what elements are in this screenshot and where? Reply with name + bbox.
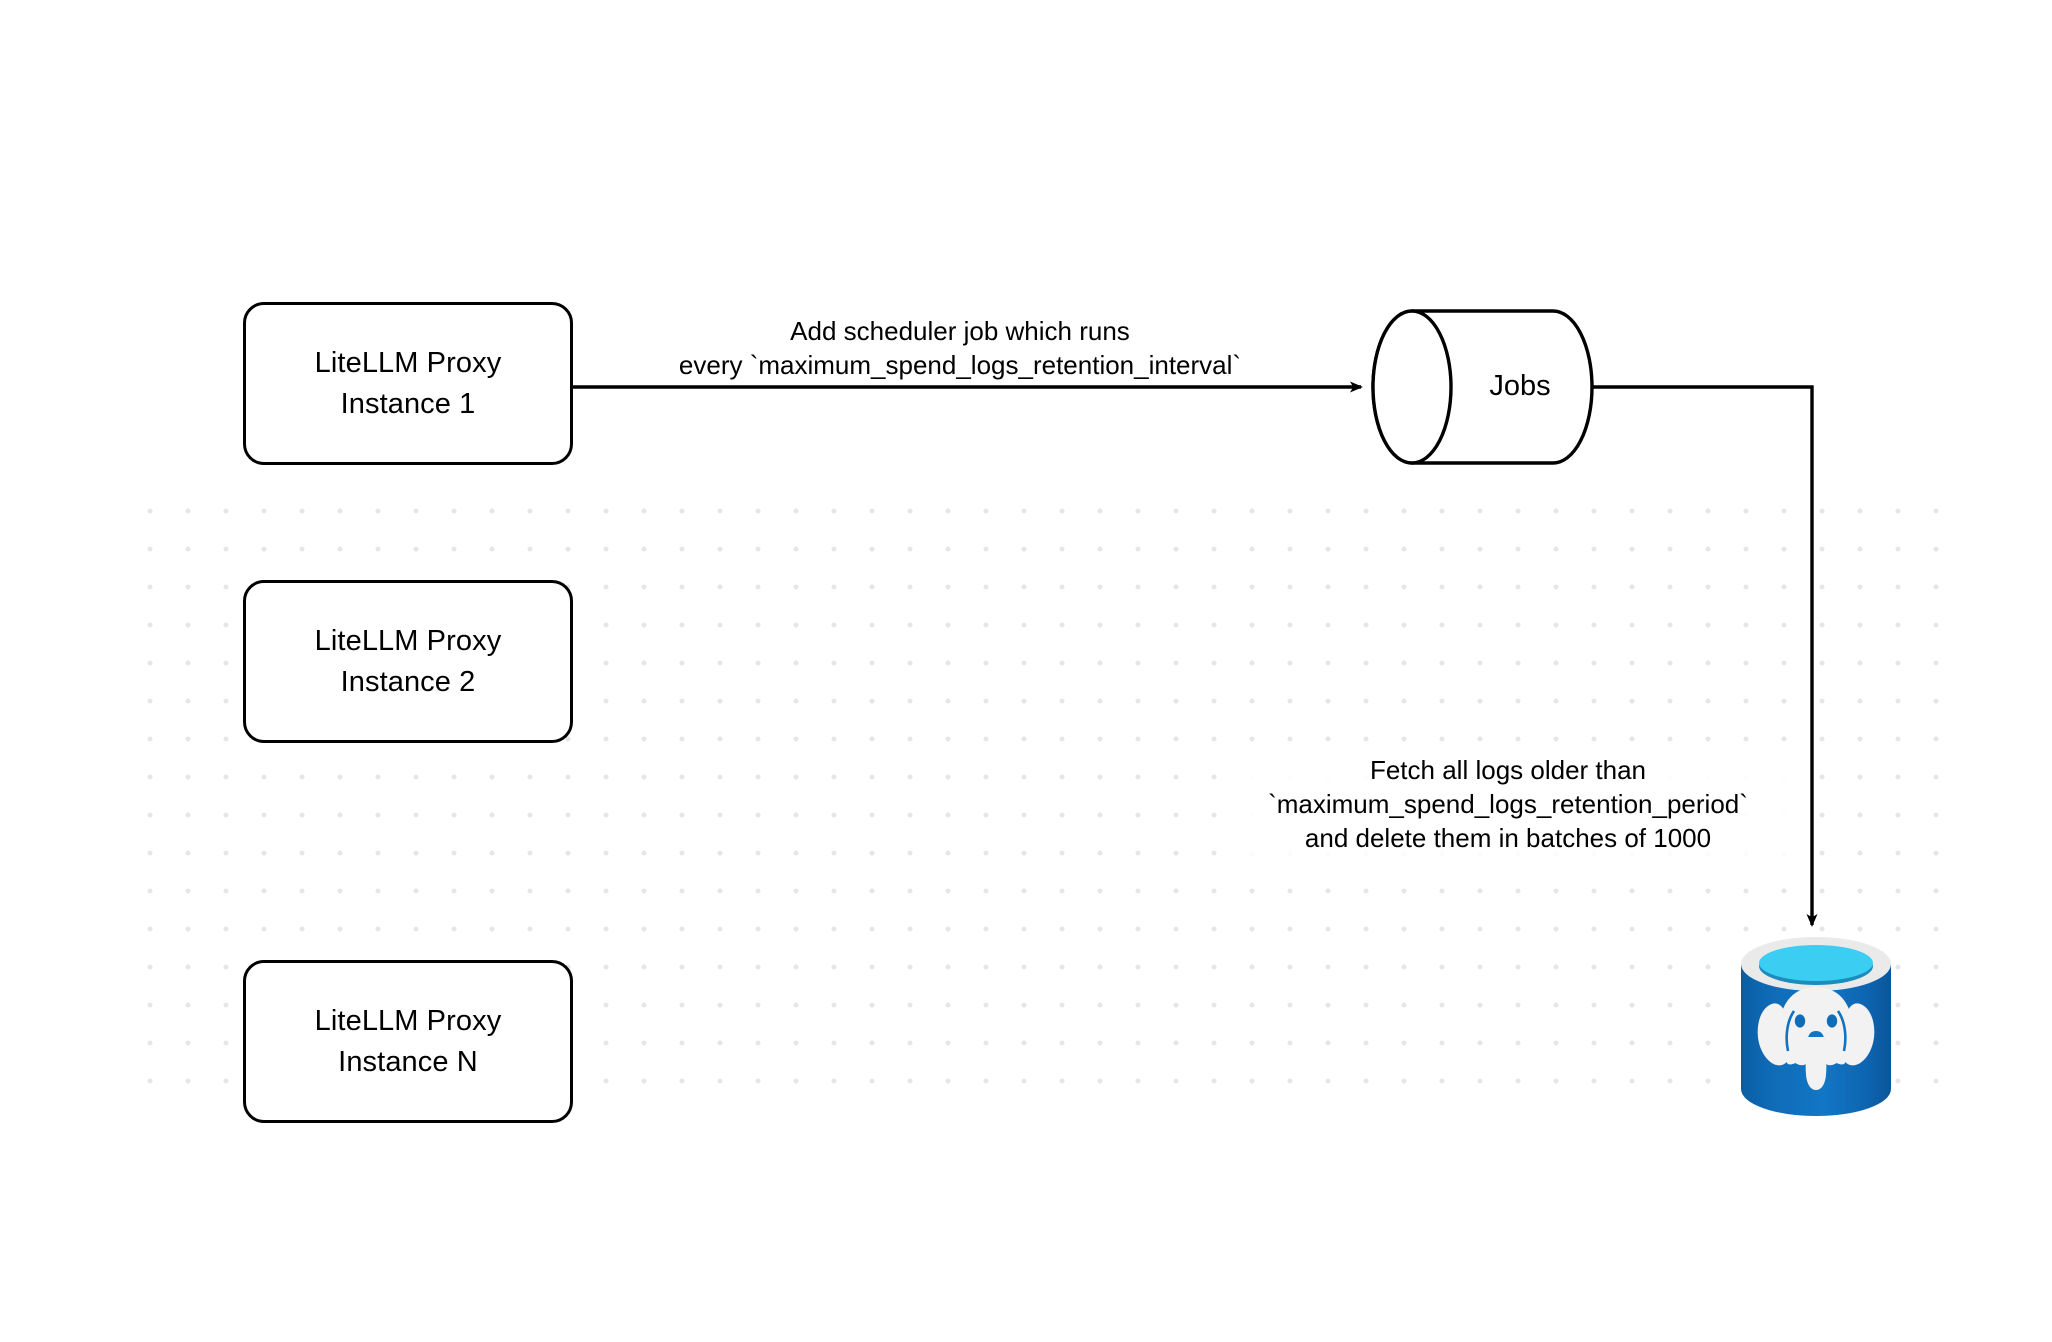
edge-label-add-scheduler-job: Add scheduler job which runs every `maxi… (600, 314, 1320, 382)
db-top-fill (1759, 945, 1873, 981)
node-litellm-proxy-instance-2[interactable]: LiteLLM Proxy Instance 2 (243, 580, 573, 743)
elephant-glyph (1757, 987, 1875, 1090)
postgresql-database-icon[interactable] (1737, 933, 1895, 1123)
elephant-eyes (1794, 1014, 1838, 1028)
node-label: LiteLLM Proxy Instance N (314, 1004, 502, 1078)
elephant-contours (1785, 1010, 1847, 1052)
node-label: LiteLLM Proxy Instance 1 (314, 346, 502, 420)
jobs-cylinder-label: Jobs (1489, 370, 1551, 402)
connector-jobs-to-database (1591, 385, 1818, 927)
node-litellm-proxy-instance-1[interactable]: LiteLLM Proxy Instance 1 (243, 302, 573, 465)
node-litellm-proxy-instance-n[interactable]: LiteLLM Proxy Instance N (243, 960, 573, 1123)
jobs-cylinder-shape (1371, 309, 1594, 465)
node-label: LiteLLM Proxy Instance 2 (314, 624, 502, 698)
edge-label-fetch-and-delete-logs: Fetch all logs older than `maximum_spend… (1228, 753, 1788, 855)
